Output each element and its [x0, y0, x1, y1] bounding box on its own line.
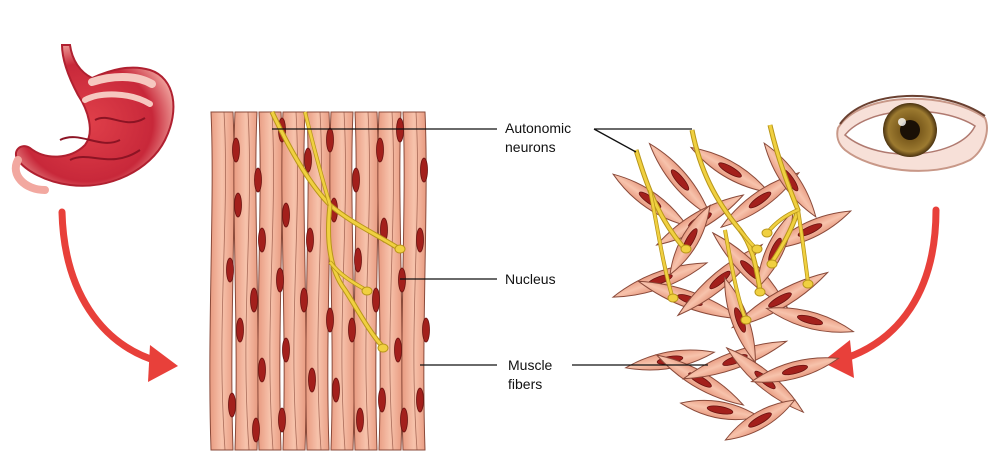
- nucleus: [300, 287, 308, 313]
- stomach-icon: [12, 44, 175, 194]
- nucleus: [348, 317, 356, 343]
- nucleus: [228, 392, 236, 418]
- nucleus: [352, 167, 360, 193]
- nucleus: [258, 227, 266, 253]
- fiber-boundary: [389, 111, 394, 451]
- nucleus: [234, 192, 242, 218]
- nucleus: [748, 412, 772, 428]
- nucleus: [670, 169, 690, 191]
- nucleus: [748, 191, 772, 209]
- left-arrow: [58, 208, 178, 382]
- nucleus: [232, 137, 240, 163]
- muscle-fiber: [353, 111, 379, 451]
- right-arrow: [822, 206, 940, 378]
- fiber-boundary: [269, 111, 274, 451]
- contracted-fiber: [765, 307, 855, 333]
- nucleus: [278, 407, 286, 433]
- nucleus: [354, 247, 362, 273]
- muscle-fiber: [281, 111, 307, 451]
- label-autonomic-line2: neurons: [505, 139, 556, 155]
- nucleus: [236, 317, 244, 343]
- leader-autonomic-right-2: [593, 128, 637, 153]
- nucleus: [304, 147, 312, 173]
- nucleus: [398, 267, 406, 293]
- contracted-fiber: [763, 141, 817, 219]
- contracted-fiber: [719, 171, 801, 229]
- label-nucleus: Nucleus: [505, 271, 556, 287]
- nucleus: [422, 317, 430, 343]
- nucleus: [326, 127, 334, 153]
- nucleus: [372, 287, 380, 313]
- nucleus: [378, 387, 386, 413]
- nucleus: [400, 407, 408, 433]
- fiber-boundary: [341, 111, 346, 451]
- label-autonomic-line1: Autonomic: [505, 120, 571, 136]
- nucleus: [308, 367, 316, 393]
- nucleus: [768, 292, 792, 308]
- fiber-boundary: [413, 111, 418, 451]
- nucleus: [356, 407, 364, 433]
- nucleus: [326, 307, 334, 333]
- nucleus: [797, 223, 823, 237]
- nucleus: [306, 227, 314, 253]
- muscle-fiber: [377, 111, 403, 451]
- nucleus: [258, 357, 266, 383]
- nucleus: [276, 267, 284, 293]
- nucleus: [254, 167, 262, 193]
- nucleus: [782, 364, 808, 376]
- nucleus: [332, 377, 340, 403]
- left-autonomic-neurons: [269, 110, 406, 353]
- nucleus: [416, 227, 424, 253]
- nucleus: [250, 287, 258, 313]
- leader-lines: [272, 128, 708, 366]
- nucleus: [797, 314, 823, 326]
- nucleus: [282, 337, 290, 363]
- nucleus: [396, 117, 404, 143]
- fiber-boundary: [245, 111, 250, 451]
- eye-icon: [836, 95, 988, 172]
- fiber-boundary: [317, 111, 322, 451]
- muscle-fiber: [233, 111, 259, 451]
- nucleus: [709, 270, 731, 290]
- nucleus: [718, 162, 742, 178]
- nucleus: [282, 202, 290, 228]
- nucleus: [416, 387, 424, 413]
- nucleus: [226, 257, 234, 283]
- contracted-fiber: [724, 399, 796, 441]
- fiber-boundary: [293, 111, 298, 451]
- nucleus: [376, 137, 384, 163]
- fiber-boundary: [365, 111, 370, 451]
- fiber-boundary: [221, 111, 226, 451]
- label-muscle-line2: fibers: [508, 376, 542, 392]
- nucleus: [394, 337, 402, 363]
- nucleus: [706, 405, 734, 415]
- nucleus: [252, 417, 260, 443]
- label-muscle-line1: Muscle: [508, 357, 553, 373]
- contracted-fiber: [750, 357, 840, 383]
- right-autonomic-neurons: [633, 124, 814, 325]
- nucleus: [420, 157, 428, 183]
- contracted-fiber: [679, 399, 761, 421]
